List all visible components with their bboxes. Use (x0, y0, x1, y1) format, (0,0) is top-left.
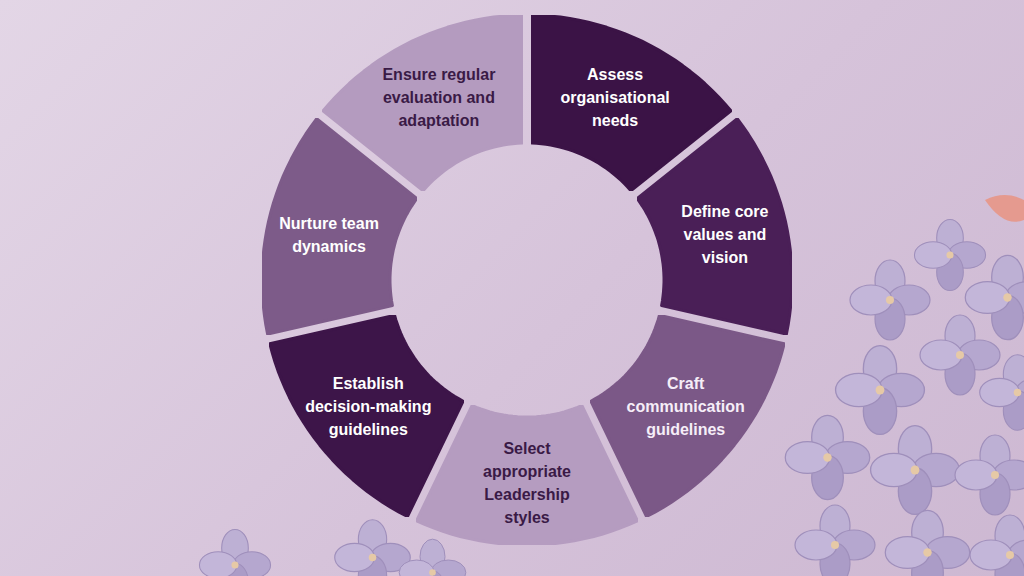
segment-outline (323, 15, 522, 191)
flower (885, 510, 969, 576)
flower (836, 346, 925, 435)
flower (785, 415, 869, 499)
flower (399, 539, 466, 576)
cycle-segment: Define core values and vision (637, 118, 792, 335)
segment-label: Assess organisational needs (551, 63, 679, 132)
segment-label: Define core values and vision (661, 200, 789, 269)
segment-label: Craft communication guidelines (622, 372, 750, 441)
cycle-segment: Ensure regular evaluation and adaptation (322, 15, 523, 191)
segment-shape (269, 315, 464, 517)
segment-label: Establish decision-making guidelines (304, 372, 432, 441)
flower (871, 426, 960, 515)
flower (850, 260, 930, 340)
flower (980, 355, 1024, 431)
segment-label: Ensure regular evaluation and adaptation (375, 63, 503, 132)
segment-outline (270, 315, 463, 516)
flower (914, 219, 985, 290)
segment-label: Select appropriate Leadership styles (463, 437, 591, 529)
segment-label: Nurture team dynamics (265, 212, 393, 258)
flower (970, 515, 1024, 576)
flower (955, 435, 1024, 515)
flower (199, 529, 270, 576)
flower (335, 520, 411, 576)
cycle-segment: Establish decision-making guidelines (269, 315, 464, 517)
segment-outline (637, 119, 792, 334)
flower (795, 505, 875, 576)
